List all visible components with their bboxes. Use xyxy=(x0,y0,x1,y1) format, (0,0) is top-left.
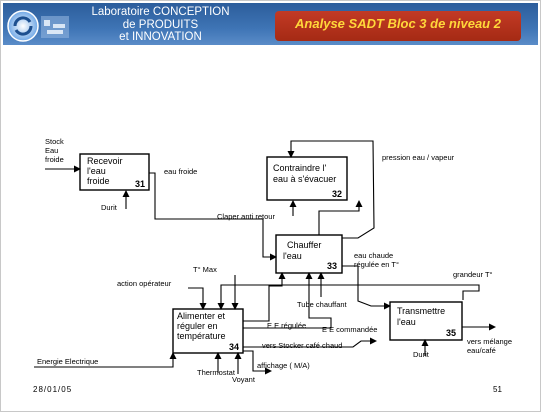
arrow-ee-commandee xyxy=(243,272,332,329)
lab-logo-icon xyxy=(7,10,69,42)
arrow-action xyxy=(188,287,207,310)
label-voyant: Voyant xyxy=(232,375,256,384)
label-claper: Claper anti retour xyxy=(217,212,275,221)
lab-name-line: et INNOVATION xyxy=(119,31,202,43)
header-banner: Laboratoire CONCEPTION de PRODUITS et IN… xyxy=(3,3,538,45)
arrow-ee-regulee xyxy=(243,272,286,322)
label-energie: Energie Electrique xyxy=(37,357,98,366)
arrow-32-to-33 xyxy=(318,200,363,235)
arrow-stocker xyxy=(243,337,377,348)
lab-name-line: Laboratoire CONCEPTION xyxy=(91,6,230,18)
slide-title: Analyse SADT Bloc 3 de niveau 2 xyxy=(295,16,501,31)
block-31-number: 31 xyxy=(135,179,145,189)
block-32: Contraindre l'eau à s'évacuer 32 xyxy=(266,156,348,201)
lab-name: Laboratoire CONCEPTION de PRODUITS et IN… xyxy=(73,6,248,44)
page-number: 51 xyxy=(493,385,502,394)
title-box: Analyse SADT Bloc 3 de niveau 2 xyxy=(275,11,521,41)
arrow-grandeur xyxy=(217,284,480,310)
arrow-eau-froide xyxy=(149,172,277,261)
label-grandeur: grandeur T° xyxy=(453,270,493,279)
label-thermostat: Thermostat xyxy=(197,368,236,377)
label-action: action opérateur xyxy=(117,279,172,288)
label-ee-commandee: E E commandée xyxy=(322,325,377,334)
label-ee-regulee: E E régulée xyxy=(267,321,306,330)
arrow-affichage xyxy=(243,350,272,375)
label-eau-froide: eau froide xyxy=(164,167,197,176)
label-affichage: affichage ( M/A) xyxy=(257,361,310,370)
label-stocker: vers Stocker café chaud xyxy=(262,341,342,350)
block-32-number: 32 xyxy=(332,189,342,199)
arrow-pression xyxy=(287,140,375,239)
label-durit-1: Durit xyxy=(101,203,118,212)
block-35-number: 35 xyxy=(446,328,456,338)
block-32-label: Contraindre l'eau à s'évacuer xyxy=(273,163,336,184)
label-tmax: T° Max xyxy=(193,265,217,274)
label-tube: Tube chauffant xyxy=(297,300,348,309)
label-pression: pression eau / vapeur xyxy=(382,153,455,162)
label-durit-2: Durit xyxy=(413,350,430,359)
arrow-eau-chaude xyxy=(342,265,391,310)
flow-arrows xyxy=(34,140,496,375)
block-34-number: 34 xyxy=(229,342,239,352)
footer-date: 28/01/05 xyxy=(33,385,73,394)
lab-name-line: de PRODUITS xyxy=(122,18,199,31)
block-33-number: 33 xyxy=(327,261,337,271)
arrow-energie xyxy=(34,352,177,368)
